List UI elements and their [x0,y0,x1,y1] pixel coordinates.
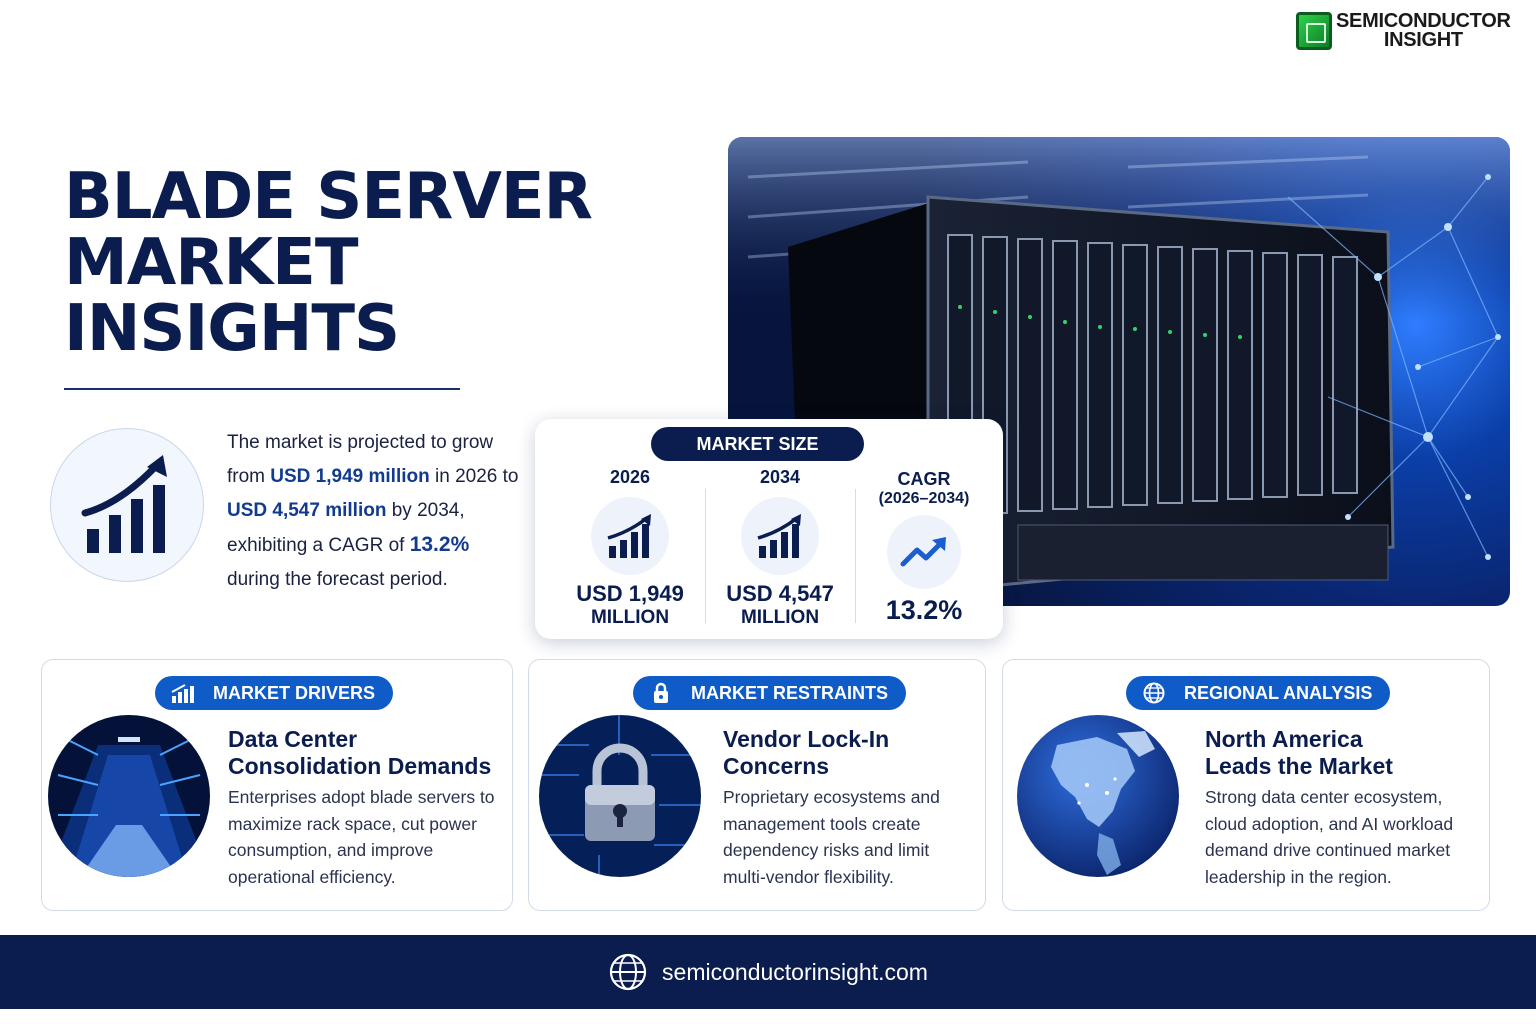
drivers-title: Data Center Consolidation Demands [228,726,491,780]
regional-title: North America Leads the Market [1205,726,1393,780]
globe-icon [609,953,647,991]
cagr-label: CAGR [897,469,951,489]
lock-icon [654,682,668,703]
title-line-3: INSIGHTS [64,292,400,366]
drivers-title-line-1: Data Center [228,726,358,752]
unit-2026: MILLION [590,607,670,628]
brand-line-1: SEMICONDUCTOR [1336,10,1511,32]
year-2026-label: 2026 [609,467,651,487]
intro-text-3: by 2034, exhibiting a CAGR of [227,500,465,556]
column-divider [705,489,706,623]
bar-chart-icon [171,684,194,703]
intro-text: The market is projected to grow from USD… [227,426,527,597]
column-divider [855,489,856,623]
intro-text-2: in 2026 to [435,466,519,487]
data-center-aisle-image [48,715,210,877]
market-size-heading: MARKET SIZE [651,427,864,461]
title-line-2: MARKET [64,226,358,300]
footer-website-link[interactable]: semiconductorinsight.com [662,958,928,985]
regional-analysis-card: REGIONAL ANALYSIS North America Leads th… [1002,659,1490,911]
restraints-title-line-1: Vendor Lock-In [723,726,890,752]
chip-icon [1296,12,1332,50]
growth-chart-icon [50,428,204,582]
cagr-value: 13.2% [885,595,963,625]
intro-text-1: The market is projected to grow from [227,432,494,487]
value-2034: USD 4,547 [726,581,834,606]
footer-bar: semiconductorinsight.com [0,935,1536,1009]
page-title: BLADE SERVER MARKET INSIGHTS [64,160,593,366]
intro-text-4: during the forecast period. [227,569,448,590]
north-america-globe-image [1017,715,1179,877]
market-size-2026: 2026 USD 1,949 MILLION [555,467,705,630]
market-size-cagr: CAGR (2026–2034) 13.2% [849,469,999,626]
brand-line-2: INSIGHT [1383,29,1463,51]
intro-value-2026: USD 1,949 million [270,466,430,487]
bar-chart-up-icon [741,497,819,575]
intro-value-cagr: 13.2% [409,533,470,556]
market-drivers-pill: MARKET DRIVERS [155,676,394,710]
regional-body: Strong data center ecosystem, cloud adop… [1205,787,1454,887]
market-size-card: MARKET SIZE 2026 USD 1,949 MILLION 2034 … [535,419,1003,639]
market-drivers-label: MARKET DRIVERS [213,683,376,703]
value-2026: USD 1,949 [576,581,684,606]
drivers-body: Enterprises adopt blade servers to maxim… [228,787,495,887]
restraints-body: Proprietary ecosystems and management to… [723,787,940,887]
regional-analysis-pill: REGIONAL ANALYSIS [1126,676,1391,710]
market-drivers-card: MARKET DRIVERS Data Center Consolidation… [41,659,513,911]
market-restraints-pill: MARKET RESTRAINTS [633,676,906,710]
padlock-circuit-image [539,715,701,877]
drivers-title-line-2: Consolidation Demands [228,753,492,779]
brand-logo: SEMICONDUCTOR INSIGHT [1296,10,1511,51]
title-divider [64,388,460,390]
regional-title-line-2: Leads the Market [1205,753,1393,779]
regional-title-line-1: North America [1205,726,1363,752]
restraints-title: Vendor Lock-In Concerns [723,726,889,780]
brand-name: SEMICONDUCTOR INSIGHT [1336,10,1511,51]
market-restraints-card: MARKET RESTRAINTS Vendor Lock-In Concern… [528,659,986,911]
unit-2034: MILLION [740,607,820,628]
cagr-period-label: (2026–2034) [878,490,970,507]
bar-chart-up-icon [591,497,669,575]
market-restraints-label: MARKET RESTRAINTS [691,683,888,703]
intro-value-2034: USD 4,547 million [227,500,387,521]
globe-icon [1143,682,1165,704]
regional-analysis-label: REGIONAL ANALYSIS [1184,683,1373,703]
title-line-1: BLADE SERVER [64,160,593,234]
restraints-title-line-2: Concerns [723,753,830,779]
year-2034-label: 2034 [759,467,801,487]
market-size-2034: 2034 USD 4,547 MILLION [705,467,855,630]
trend-up-icon [887,515,961,589]
